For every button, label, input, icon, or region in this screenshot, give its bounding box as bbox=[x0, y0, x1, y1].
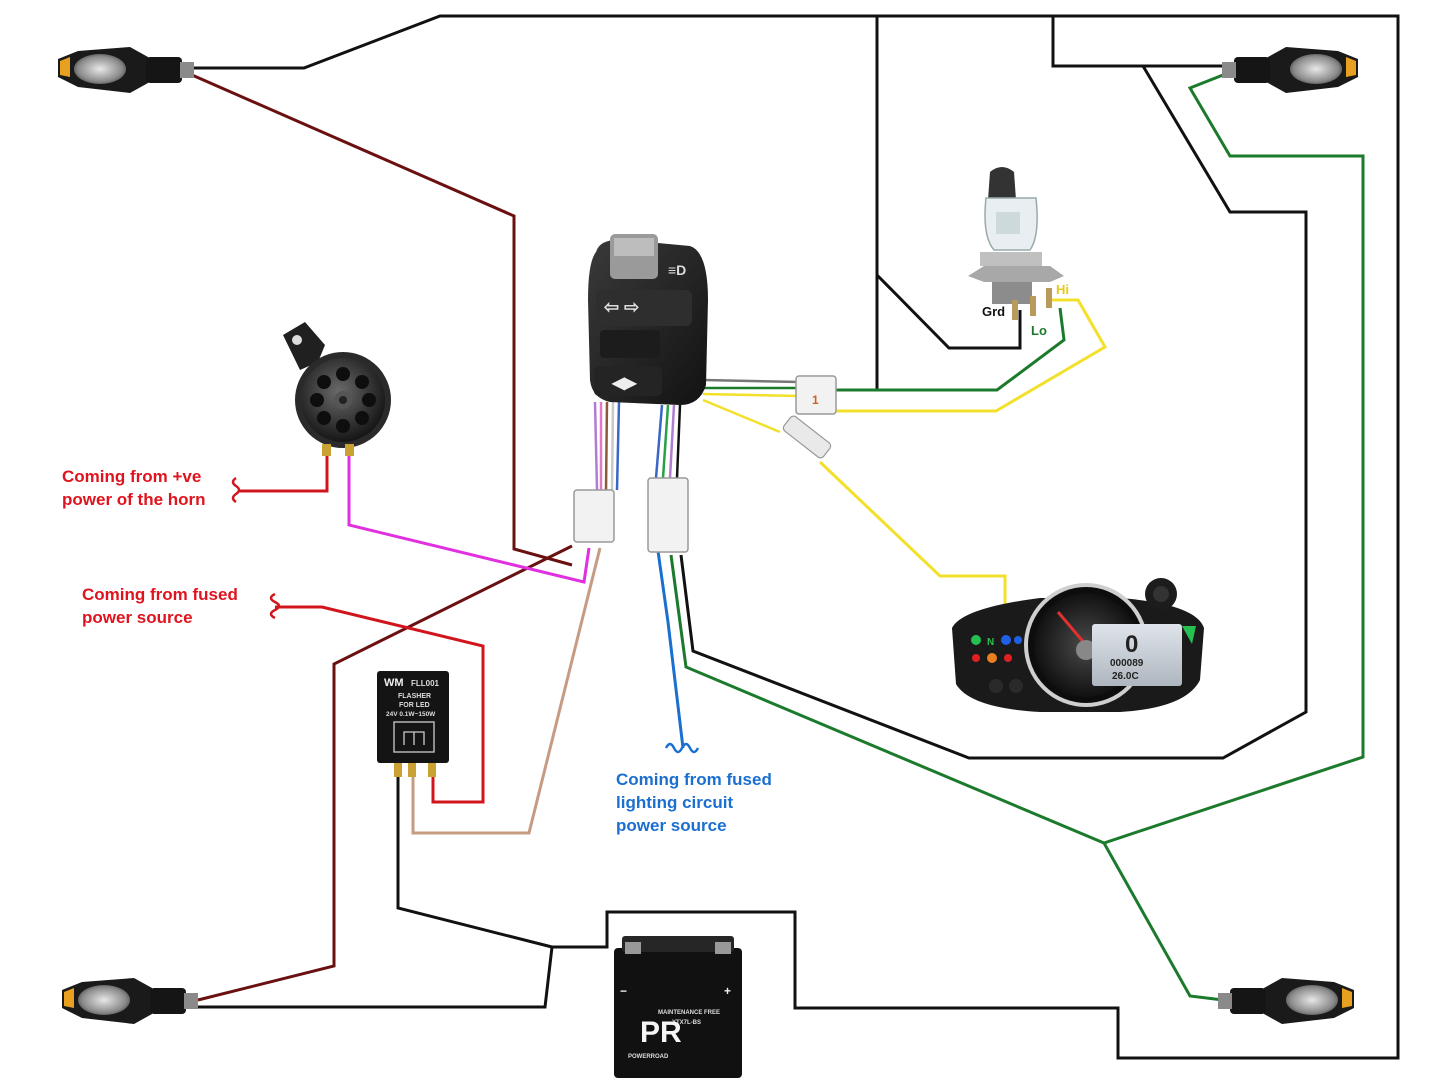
note-lighting-power: Coming from fused lighting circuit power… bbox=[616, 770, 772, 835]
ground-wire-headlight bbox=[875, 273, 1022, 350]
label-high: Hi bbox=[1056, 282, 1069, 297]
label-ground: Grd bbox=[982, 304, 1005, 319]
brown-wire-rear-left bbox=[197, 544, 573, 1002]
indicator-rear-right bbox=[1218, 978, 1354, 1024]
svg-text:⇦ ⇨: ⇦ ⇨ bbox=[603, 297, 639, 317]
connector-mark: 1 bbox=[812, 393, 819, 407]
switch-harness bbox=[593, 378, 801, 491]
svg-text:◀▶: ◀▶ bbox=[611, 375, 637, 392]
dash-gauge: 0 000089 26.0C N bbox=[952, 578, 1204, 712]
yellow-wire-headlight-high bbox=[835, 298, 1108, 413]
battery-caption: MAINTENANCE FREE bbox=[658, 1010, 720, 1016]
flasher-brand: WM bbox=[384, 677, 404, 689]
tan-wire-flasher bbox=[411, 547, 602, 835]
battery-brand: POWERROAD bbox=[628, 1054, 669, 1060]
red-wire-horn-positive bbox=[238, 452, 329, 493]
note-horn-power: Coming from +ve power of the horn bbox=[62, 467, 206, 509]
handlebar-switch: ≡D ⇦ ⇨ ◀▶ 1 bbox=[573, 234, 837, 553]
gauge-neutral: N bbox=[987, 637, 994, 648]
yellow-wires bbox=[818, 298, 1108, 625]
indicator-front-right bbox=[1222, 47, 1358, 93]
green-wire-rear-right bbox=[1102, 842, 1224, 1002]
flasher-relay: WM FLL001 FLASHER FOR LED 24V 0.1W~150W bbox=[377, 671, 449, 777]
ground-wire-front-right bbox=[1051, 16, 1223, 68]
flasher-spec: 24V 0.1W~150W bbox=[386, 711, 436, 718]
squiggle-horn bbox=[231, 476, 241, 504]
headlight-bulb bbox=[968, 167, 1064, 320]
flasher-model: FLL001 bbox=[411, 679, 440, 688]
left-indicator-wires bbox=[191, 73, 573, 1002]
ground-wire-to-switch bbox=[835, 16, 879, 392]
magenta-wire-horn bbox=[347, 452, 591, 584]
ground-wire-dash bbox=[679, 65, 1308, 760]
brown-wire-front-left bbox=[191, 73, 573, 567]
svg-text:+: + bbox=[724, 984, 731, 998]
squiggle-fused bbox=[269, 592, 281, 620]
svg-text:≡D: ≡D bbox=[668, 262, 686, 278]
ground-wire-front-left bbox=[192, 14, 1400, 1060]
green-wire-headlight-low bbox=[835, 307, 1066, 392]
svg-text:PR: PR bbox=[640, 1016, 682, 1049]
blue-wire-lighting bbox=[656, 550, 685, 749]
right-indicator-wires bbox=[669, 73, 1365, 1002]
flasher-line2: FOR LED bbox=[399, 702, 430, 709]
squiggle-lighting bbox=[664, 742, 700, 754]
green-wire-front-right bbox=[669, 73, 1365, 845]
indicator-rear-left bbox=[62, 978, 198, 1024]
gauge-digit: 0 bbox=[1125, 631, 1138, 658]
yellow-wire-indicator-lamp bbox=[818, 460, 1007, 625]
ground-wires bbox=[192, 14, 1400, 1060]
indicator-front-left bbox=[58, 47, 194, 93]
battery-model: YTX7L-BS bbox=[672, 1020, 701, 1026]
gauge-temp: 26.0C bbox=[1112, 671, 1139, 682]
note-fused-power: Coming from fused power source bbox=[82, 585, 238, 627]
gauge-odo: 000089 bbox=[1110, 658, 1144, 669]
ground-wire-flasher bbox=[396, 770, 553, 949]
horn bbox=[283, 322, 391, 456]
battery: − + MAINTENANCE FREE YTX7L-BS PR POWERRO… bbox=[614, 936, 742, 1078]
red-wire-flasher-power bbox=[275, 605, 485, 804]
label-low: Lo bbox=[1031, 323, 1047, 338]
flasher-line1: FLASHER bbox=[398, 693, 431, 700]
svg-text:−: − bbox=[620, 984, 627, 998]
